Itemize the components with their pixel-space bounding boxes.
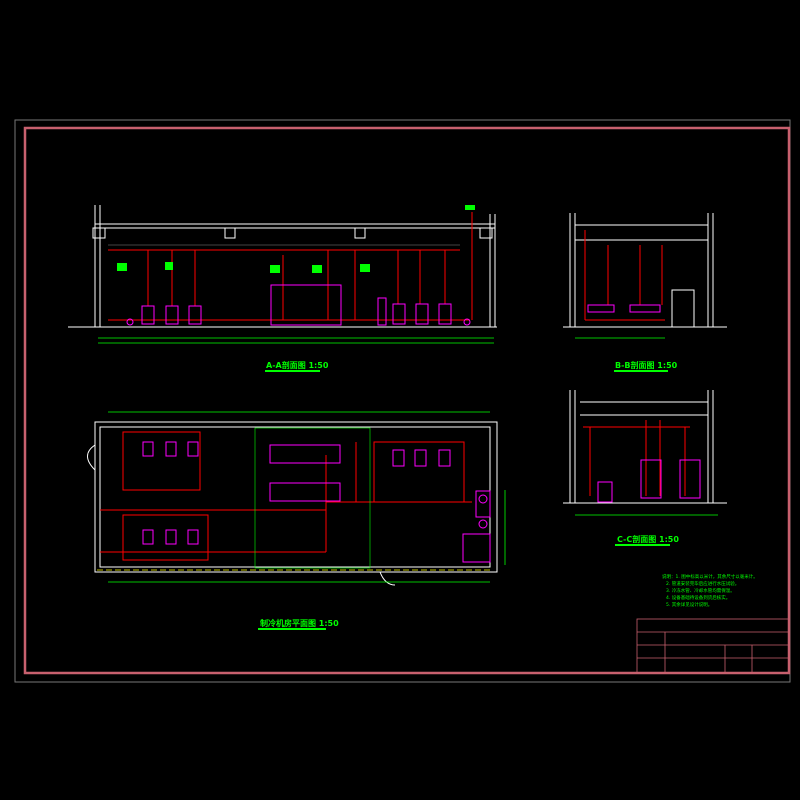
note-line: 5. 其余详见设计说明。 [666,601,712,608]
plan-title: 制冷机房平面图 1:50 [260,618,339,628]
design-notes: 说明：1. 图中标高以米计，其余尺寸以毫米计。 2. 管道安装完毕后应进行水压试… [662,573,758,608]
section-bb-title: B-B剖面图 1:50 [615,360,678,370]
section-bb [563,213,727,339]
note-line: 3. 冷冻水管、冷却水管均需保温。 [666,587,735,594]
plant-room-plan [87,411,506,586]
section-aa [68,205,497,344]
title-block [636,618,790,674]
section-cc [563,390,727,516]
note-line: 4. 设备基础待设备到货后核实。 [666,594,730,601]
section-cc-title: C-C剖面图 1:50 [617,534,679,544]
note-line: 说明：1. 图中标高以米计，其余尺寸以毫米计。 [662,573,758,580]
section-aa-title: A-A剖面图 1:50 [266,360,329,370]
drawing-frame [23,126,791,675]
note-line: 2. 管道安装完毕后应进行水压试验。 [666,580,739,587]
